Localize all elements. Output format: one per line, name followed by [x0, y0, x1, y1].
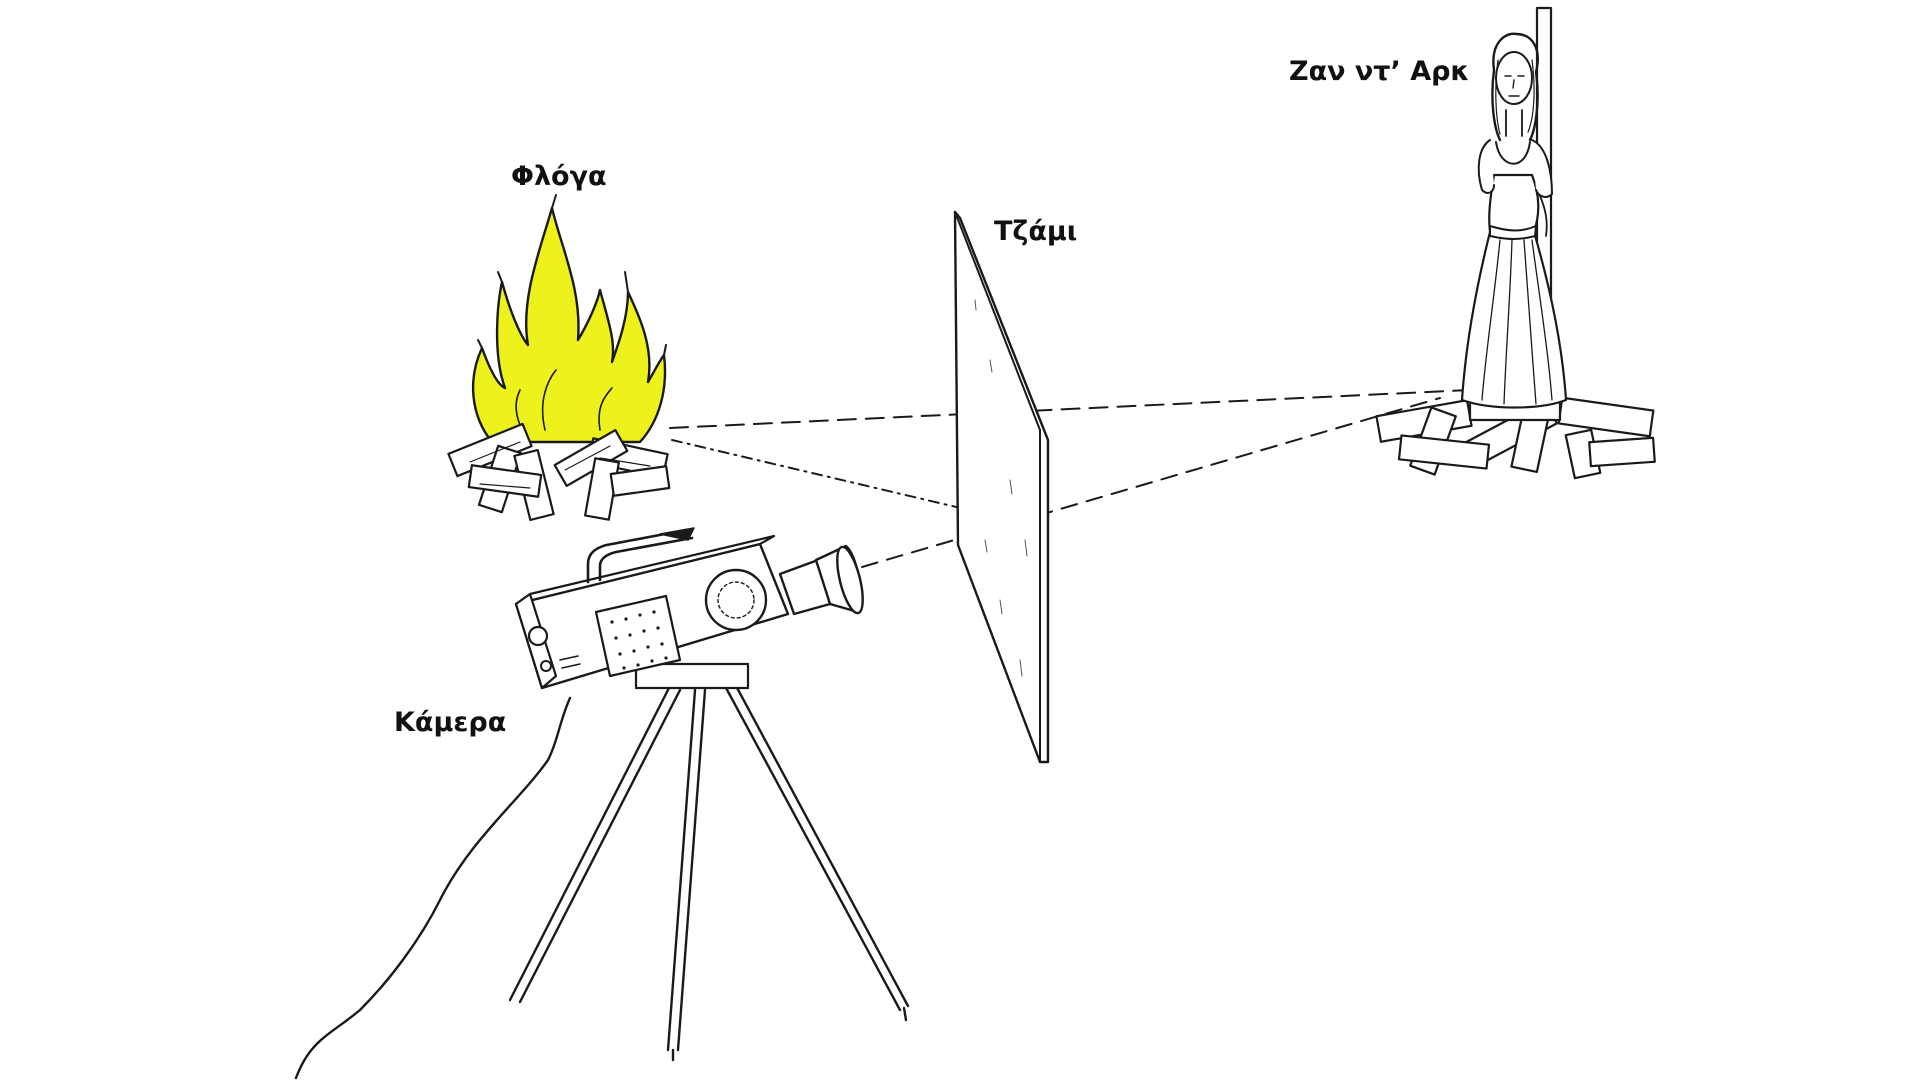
tripod-head — [634, 662, 750, 690]
tripod-foot — [902, 1006, 908, 1022]
campfire-logs — [447, 422, 671, 522]
pyre-logs — [1375, 396, 1656, 480]
sight-line-flame-to-joan — [669, 389, 1471, 429]
flame-shape — [472, 206, 667, 444]
dress-fold — [1481, 239, 1501, 401]
camera-label: Κάμερα — [394, 707, 507, 738]
log-grain — [564, 445, 611, 471]
left-sleeve — [1477, 139, 1495, 194]
glass-edge-top — [954, 211, 1041, 431]
glass-pane — [953, 210, 1050, 764]
flame-tip — [624, 271, 629, 293]
glass-texture — [1024, 539, 1028, 557]
camera-lens-opening — [836, 545, 864, 615]
flame-tip — [497, 271, 503, 283]
campfire — [447, 194, 671, 522]
glass-texture — [999, 599, 1003, 615]
camera-button-icon — [540, 660, 552, 672]
log — [609, 465, 671, 497]
log — [1397, 434, 1491, 470]
flame-tip — [663, 344, 667, 356]
glass-sheet — [953, 210, 1050, 764]
joan-of-arc-label: Ζαν ντ’ Αρκ — [1289, 56, 1470, 87]
flame-tip — [477, 339, 483, 349]
glass-texture — [1009, 479, 1013, 495]
camera-cable — [294, 696, 572, 1080]
sight-line-camera-to-joan — [861, 397, 1441, 568]
glass-texture — [984, 539, 988, 553]
tripod-leg-left — [508, 684, 682, 1004]
hair — [1491, 32, 1539, 142]
log — [1588, 436, 1656, 468]
camera-rig — [294, 527, 910, 1080]
flame-label: Φλόγα — [511, 161, 607, 192]
neck — [1505, 109, 1523, 137]
log — [467, 464, 543, 498]
camera-reel-inner-icon — [717, 581, 755, 619]
dress-fold — [1523, 239, 1537, 405]
dress-fold — [1503, 239, 1513, 405]
flame-inner-stroke — [598, 387, 613, 431]
glass-texture — [1019, 659, 1023, 677]
hair-strand — [1527, 59, 1535, 133]
flame-tip — [551, 194, 557, 209]
glass-texture — [989, 359, 993, 373]
sight-lines — [669, 389, 1471, 568]
hair-strand — [1495, 59, 1501, 135]
camera-slot — [559, 655, 579, 661]
dress-fold — [1531, 239, 1553, 401]
nose — [1512, 79, 1515, 89]
camera-speaker-panel — [594, 594, 682, 678]
camera-slot — [561, 663, 581, 669]
camera-dial-icon — [527, 625, 549, 647]
log-grain — [469, 441, 521, 463]
camera-panel-dots — [610, 610, 668, 670]
log-grain — [479, 483, 531, 489]
log-grain — [599, 457, 651, 467]
glass-texture — [974, 299, 977, 311]
tripod-leg-right — [723, 682, 910, 1012]
camera-handle-tip — [659, 527, 695, 541]
neckline — [1495, 141, 1531, 165]
joan-of-arc-figure — [1375, 6, 1656, 480]
camera-handle — [586, 528, 694, 584]
log — [1557, 396, 1655, 438]
flame-inner-stroke — [515, 389, 521, 426]
right-sleeve — [1531, 139, 1553, 198]
waist-band — [1489, 225, 1537, 240]
tripod-leg-center — [666, 688, 707, 1052]
glass-label: Τζάμι — [994, 216, 1078, 247]
tripod — [508, 682, 910, 1062]
flame-inner-stroke — [541, 369, 557, 431]
arms-behind — [1539, 195, 1548, 237]
